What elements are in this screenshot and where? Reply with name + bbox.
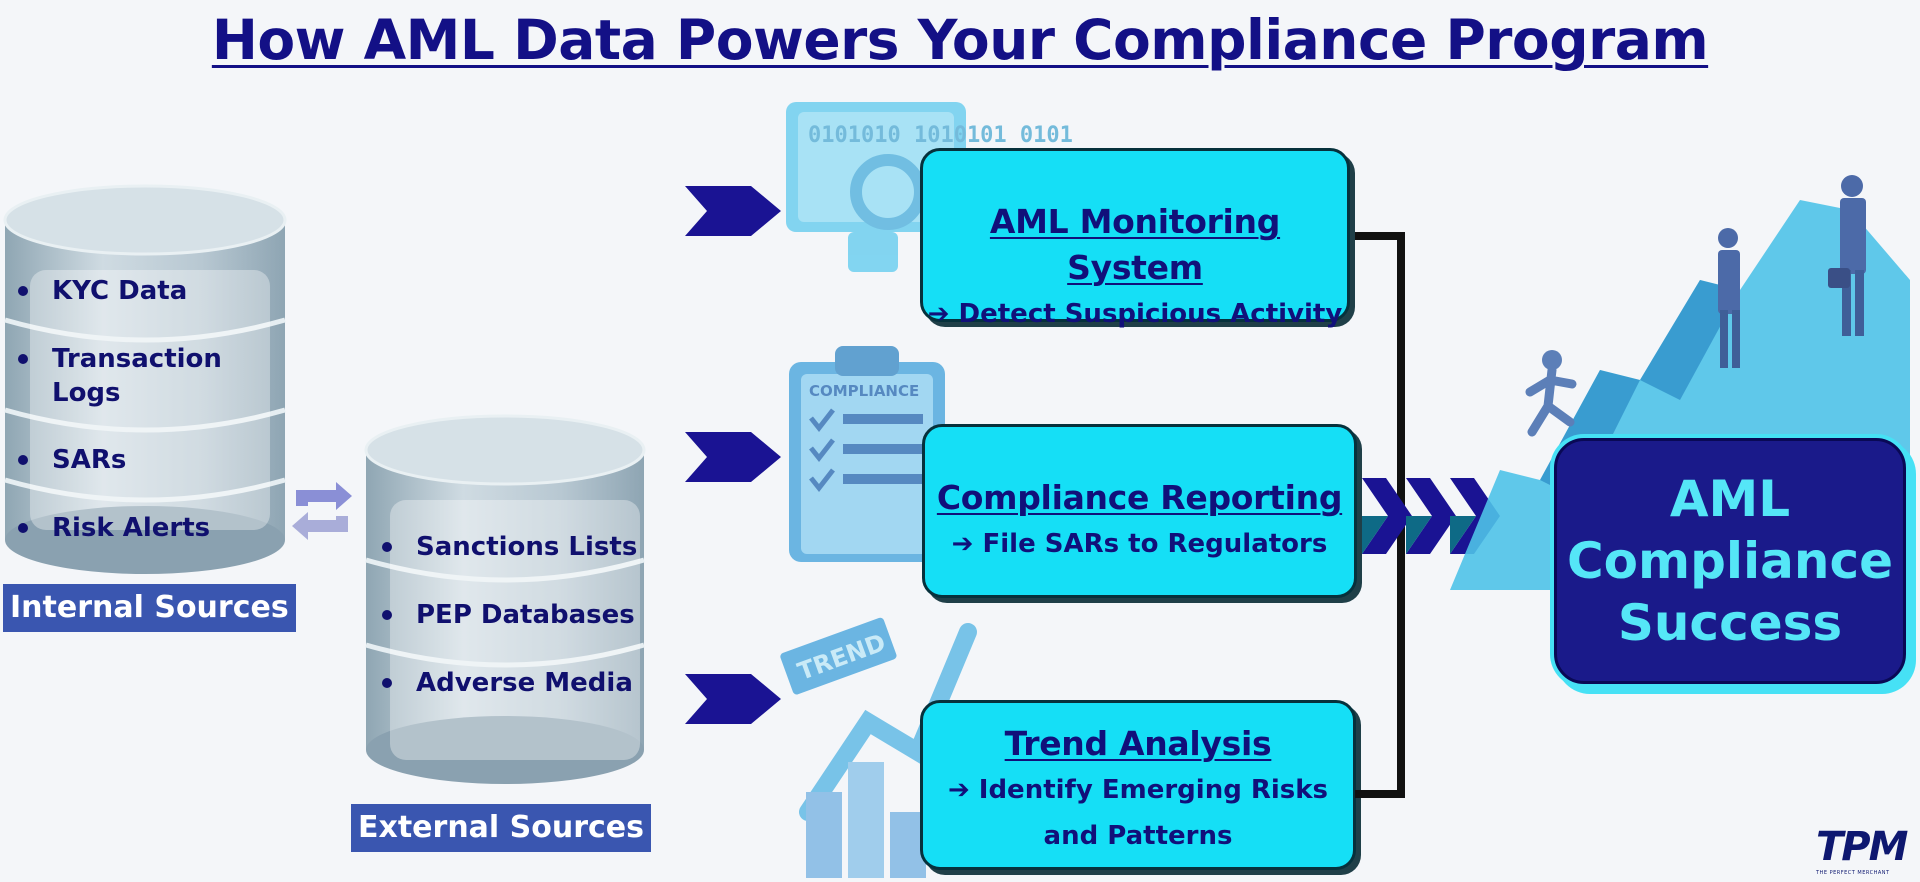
process-box-aml-monitoring: AML Monitoring System ➔ Detect Suspiciou… — [920, 148, 1350, 329]
binary-text: 0101010 1010101 0101 — [808, 123, 1073, 148]
bullet-icon — [382, 542, 392, 552]
bullet-icon — [18, 455, 28, 465]
process-title: Compliance Reporting — [936, 478, 1343, 517]
success-line: Success — [1617, 594, 1843, 652]
chevron-arrow-icon — [685, 432, 781, 482]
internal-item: KYC Data — [18, 274, 187, 308]
bullet-icon — [18, 354, 28, 364]
external-database-icon — [364, 414, 646, 784]
clipboard-icon: COMPLIANCE — [789, 346, 945, 562]
success-line: AML — [1669, 470, 1791, 528]
process-box-trend-analysis: Trend Analysis ➔ Identify Emerging Risks… — [920, 700, 1356, 870]
chevron-arrow-icon — [685, 674, 781, 724]
process-title: AML Monitoring System — [989, 202, 1281, 287]
process-subtitle: ➔ Detect Suspicious Activity — [927, 299, 1343, 329]
logo-tagline: THE PERFECT MERCHANT — [1816, 870, 1890, 876]
page-title: How AML Data Powers Your Compliance Prog… — [211, 8, 1709, 72]
external-item: Adverse Media — [382, 666, 633, 700]
process-box-compliance-reporting: Compliance Reporting ➔ File SARs to Regu… — [922, 424, 1357, 598]
bullet-icon — [18, 523, 28, 533]
process-title: Trend Analysis — [1004, 724, 1272, 763]
internal-item: Risk Alerts — [18, 511, 210, 545]
internal-database-icon — [3, 184, 287, 574]
internal-item: Transaction Logs — [18, 342, 268, 410]
process-subtitle: ➔ File SARs to Regulators — [951, 529, 1328, 559]
process-subtitle: ➔ Identify Emerging Risks and Patterns — [947, 775, 1329, 851]
logo-text: TPM — [1816, 824, 1908, 870]
success-box: AML Compliance Success — [1554, 438, 1906, 684]
brand-logo: TPM THE PERFECT MERCHANT — [1816, 824, 1916, 876]
external-item: PEP Databases — [382, 598, 635, 632]
internal-sources-label: Internal Sources — [3, 584, 296, 632]
external-sources-label: External Sources — [351, 804, 652, 852]
trend-chart-icon: TREND — [780, 617, 977, 878]
external-item: Sanctions Lists — [382, 530, 637, 564]
recycle-arrows-icon — [292, 482, 352, 540]
internal-item: SARs — [18, 443, 126, 477]
chevron-arrow-icon — [685, 186, 781, 236]
bullet-icon — [382, 610, 392, 620]
bullet-icon — [18, 286, 28, 296]
clipboard-label: COMPLIANCE — [809, 382, 919, 400]
success-line: Compliance — [1566, 532, 1894, 590]
bullet-icon — [382, 678, 392, 688]
